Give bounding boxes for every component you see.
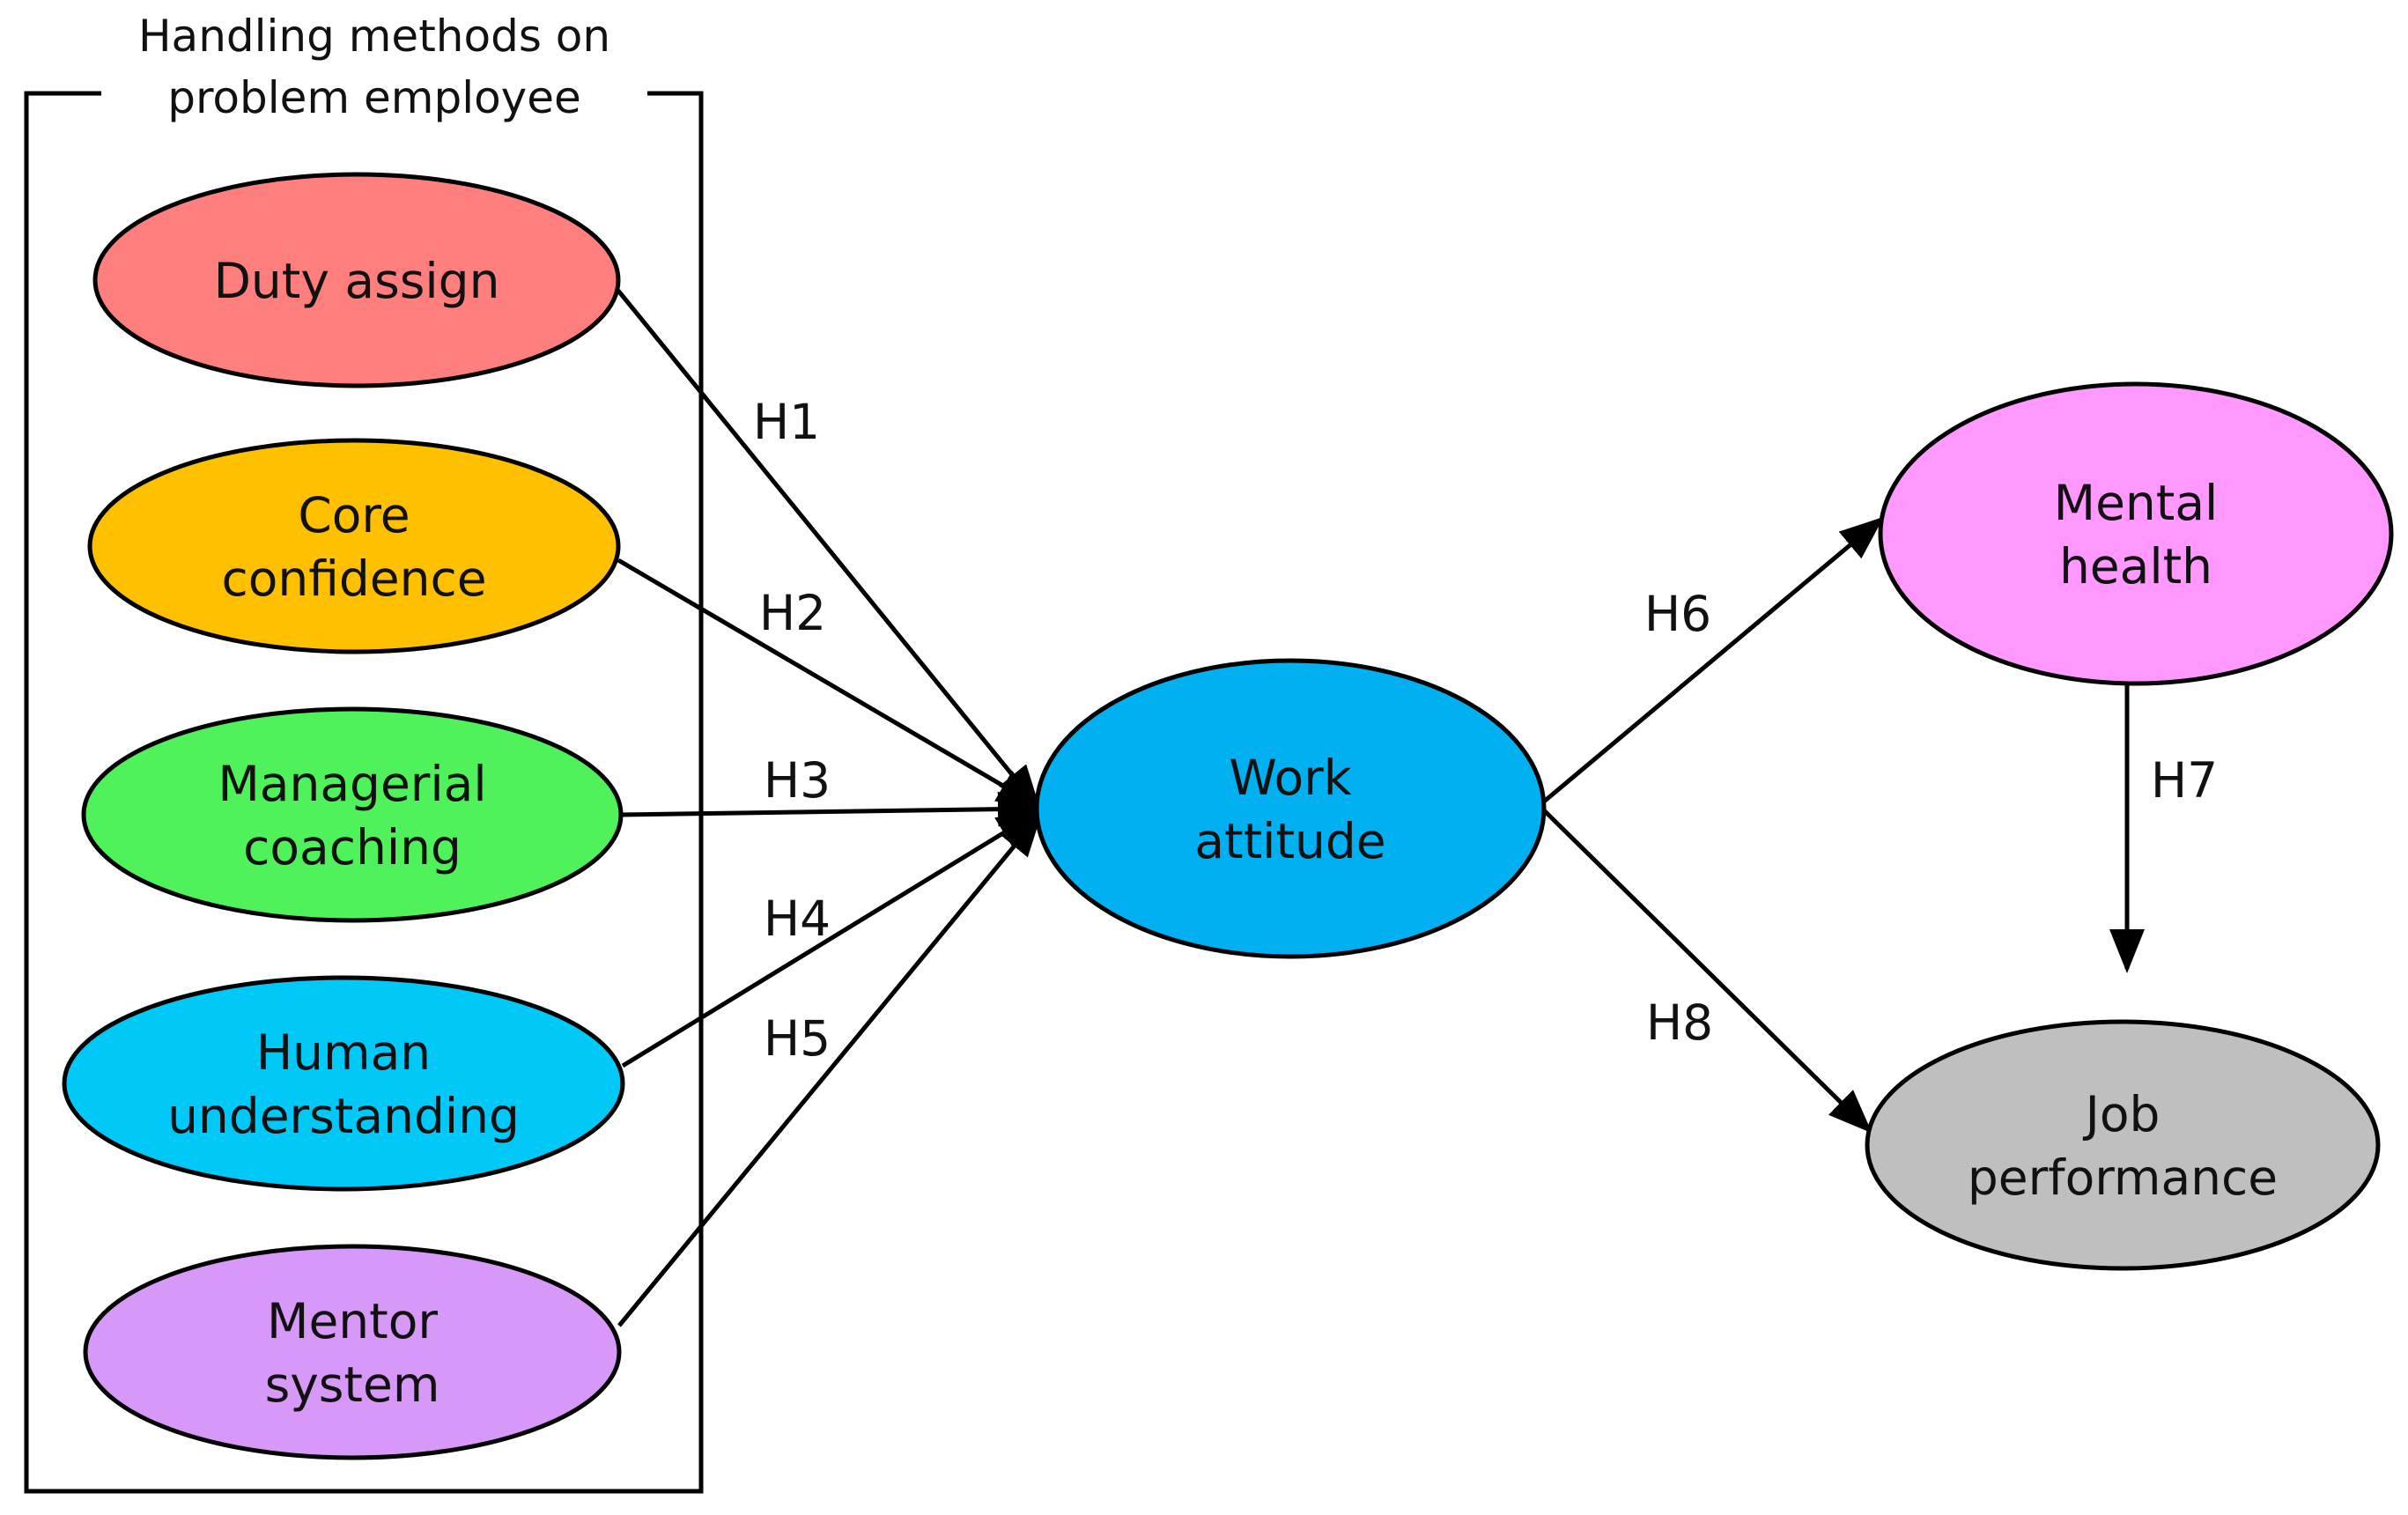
node-label-human-1: Human — [256, 1024, 431, 1081]
node-ellipse-coaching — [81, 706, 624, 923]
node-label-core-1: Core — [298, 487, 410, 543]
node-coaching: Managerial coaching — [81, 706, 624, 923]
edge-mentor-work — [617, 812, 1043, 1327]
node-label-job-2: performance — [1968, 1149, 2278, 1206]
node-work: Work attitude — [1034, 658, 1547, 959]
group-bracket — [24, 91, 704, 1494]
node-label-coaching-2: coaching — [243, 819, 462, 876]
node-label-job-1: Job — [2083, 1086, 2161, 1142]
node-label-coaching-1: Managerial — [218, 756, 486, 812]
node-ellipse-work — [1034, 658, 1547, 959]
edge-label-h3: H3 — [764, 752, 831, 809]
edge-label-h1: H1 — [753, 394, 820, 450]
node-job: Job performance — [1865, 1019, 2381, 1271]
node-duty: Duty assign — [92, 172, 621, 388]
edge-label-h7: H7 — [2151, 752, 2218, 809]
node-human: Human understanding — [62, 975, 625, 1192]
edge-work-job — [1542, 809, 1872, 1134]
edge-core-work — [617, 558, 1042, 809]
group-title-line-2: problem employee — [167, 72, 581, 123]
node-ellipse-duty — [92, 172, 621, 388]
node-label-mental-2: health — [2059, 538, 2212, 595]
edge-label-h4: H4 — [764, 891, 831, 947]
edge-label-h8: H8 — [1646, 994, 1713, 1051]
node-label-work-1: Work — [1229, 750, 1351, 806]
node-mental: Mental health — [1878, 381, 2394, 686]
node-label-mentor-2: system — [265, 1356, 440, 1413]
node-ellipse-core — [87, 438, 621, 654]
node-label-duty-1: Duty assign — [214, 253, 500, 309]
node-ellipse-job — [1865, 1019, 2381, 1271]
node-label-core-2: confidence — [221, 551, 486, 607]
edge-label-h5: H5 — [764, 1010, 831, 1067]
node-label-mentor-1: Mentor — [267, 1293, 438, 1349]
node-label-mental-1: Mental — [2054, 475, 2219, 531]
node-ellipse-human — [62, 975, 625, 1192]
edge-coaching-work — [620, 791, 1042, 827]
node-ellipse-mental — [1878, 381, 2394, 686]
handling-methods-group: Handling methods on problem employee — [24, 11, 704, 1494]
node-ellipse-mentor — [83, 1244, 622, 1460]
node-mentor: Mentor system — [83, 1244, 622, 1460]
group-title-line-1: Handling methods on — [138, 11, 610, 62]
node-label-human-2: understanding — [167, 1088, 520, 1144]
edge-label-h6: H6 — [1644, 586, 1711, 642]
node-label-work-2: attitude — [1194, 813, 1385, 869]
node-core: Core confidence — [87, 438, 621, 654]
edge-duty-work — [617, 289, 1041, 809]
edge-human-work — [621, 809, 1042, 1068]
edge-label-h2: H2 — [759, 585, 826, 641]
edge-work-mental — [1542, 516, 1884, 803]
